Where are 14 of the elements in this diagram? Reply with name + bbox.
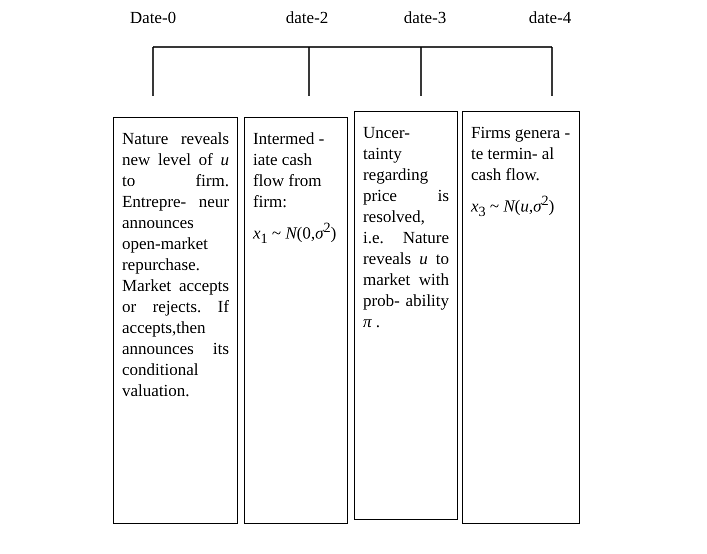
formula: x$_{1}$ ~ N(0,σ$^{2}$)	[253, 219, 338, 250]
event-box	[113, 117, 238, 524]
event-description: Intermed -iate cash flow from firm:	[253, 128, 326, 212]
date-label: Date-0	[130, 8, 176, 28]
event-description: Firms genera -te termin- al cash flow.	[471, 122, 571, 185]
date-label: date-4	[528, 8, 572, 28]
date-label: date-3	[404, 8, 446, 28]
event-description: Uncer- tainty regarding price is resolved, i.e. Nature reveals u to market with prob- ability π .	[363, 122, 449, 332]
event-description: Nature reveals new level of u to firm. Entrepre- neur announces open-market repurchase. Market accepts or rejects. If accepts,then announces its conditional valuation.	[122, 128, 229, 401]
formula: x$_{3}$ ~ N(u,σ$^{2}$)	[471, 192, 556, 222]
event-box	[244, 117, 348, 524]
event-box	[354, 111, 458, 520]
event-box	[462, 111, 580, 524]
date-label: date-2	[286, 8, 328, 28]
